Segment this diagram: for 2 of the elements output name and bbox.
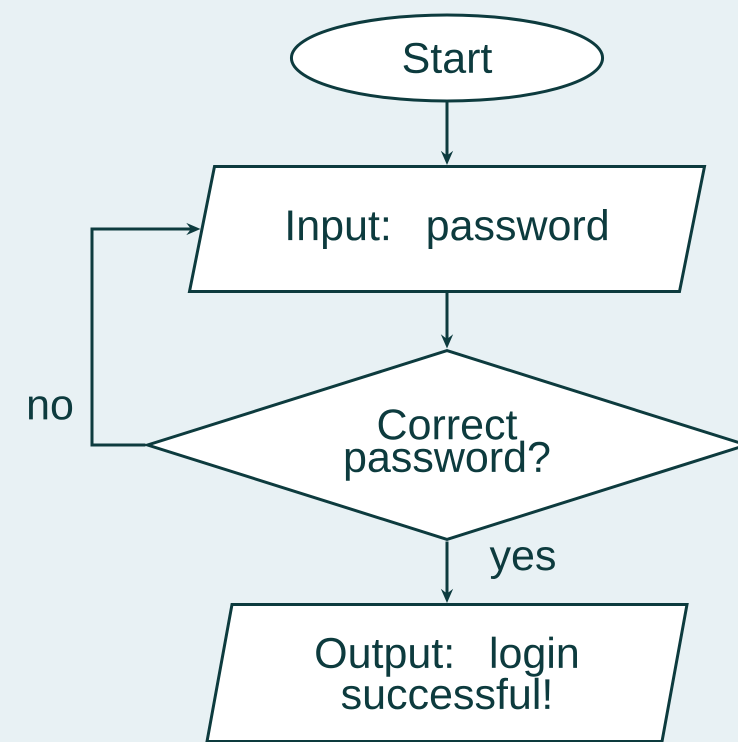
edge-label: no	[28, 396, 72, 420]
edge-label: yes	[490, 546, 555, 580]
